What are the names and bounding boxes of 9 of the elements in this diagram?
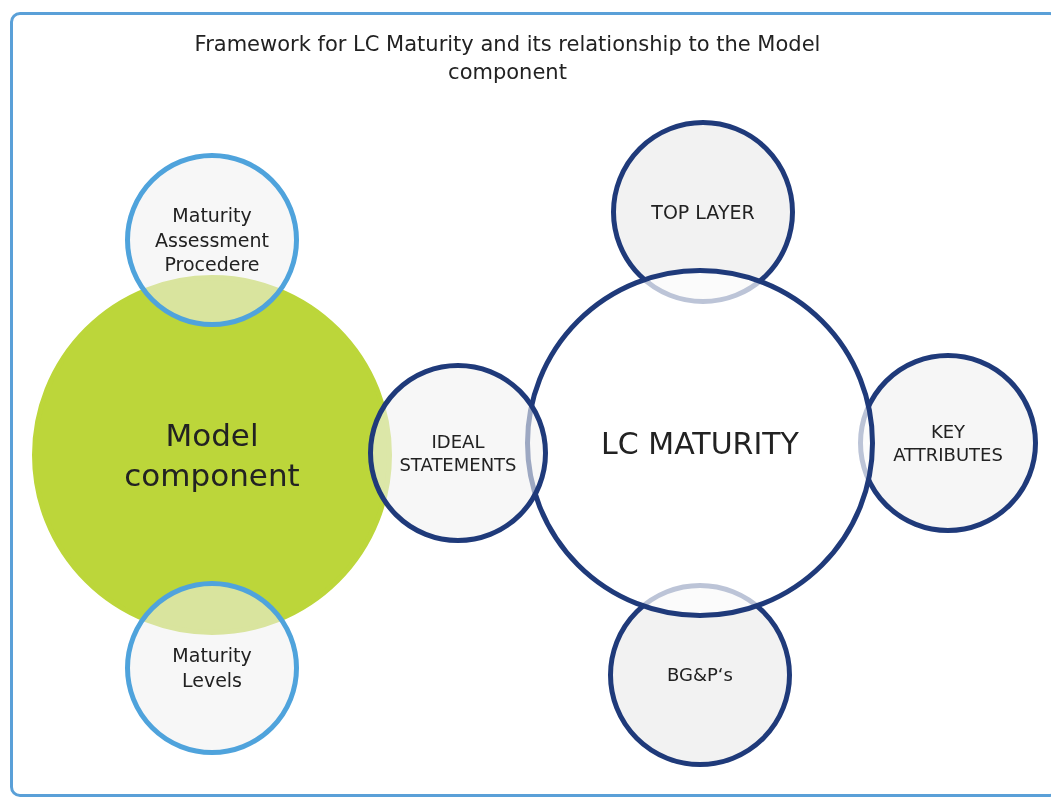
- node-label: KEY ATTRIBUTES: [892, 419, 1004, 467]
- node-label: IDEAL STATEMENTS: [398, 429, 518, 477]
- node-label: BG&P‘s: [667, 663, 733, 687]
- node-label: LC MATURITY: [601, 424, 799, 463]
- node-label: Maturity Levels: [171, 643, 253, 693]
- node-label: Model component: [123, 415, 301, 495]
- node-label: TOP LAYER: [651, 199, 755, 225]
- node-label: Maturity Assessment Procedere: [154, 202, 270, 278]
- title: Framework for LC Maturity and its relationship to the Model component: [193, 31, 822, 86]
